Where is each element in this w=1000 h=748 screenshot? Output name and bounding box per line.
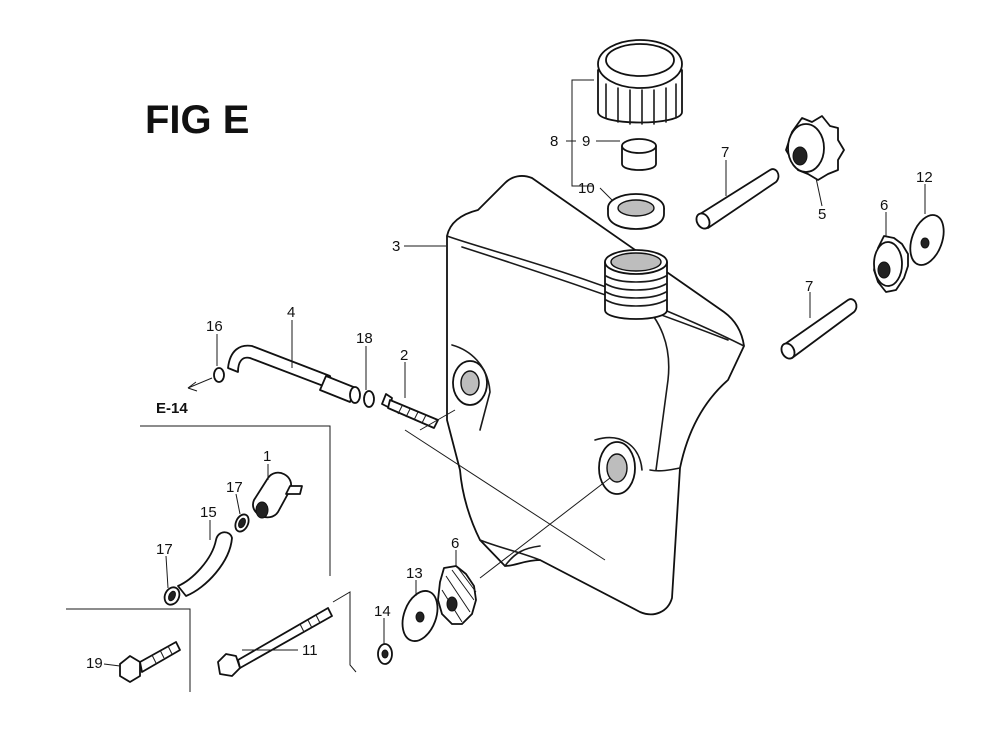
callout-18: 18 <box>356 330 373 347</box>
clip-16 <box>213 367 225 383</box>
callout-14: 14 <box>374 603 391 620</box>
fuel-tank <box>446 175 745 616</box>
washer-12 <box>909 214 945 266</box>
callout-6-lower: 6 <box>451 535 459 552</box>
washer-14 <box>377 643 393 665</box>
washer-14-bracket <box>332 591 357 673</box>
bolt-19-box <box>66 608 191 692</box>
bolt-19 <box>119 641 181 683</box>
callout-7-upper: 7 <box>721 144 729 161</box>
callout-8: 8 <box>550 133 558 150</box>
callout-4: 4 <box>287 304 295 321</box>
bolt-11 <box>217 607 333 677</box>
callout-9: 9 <box>582 133 590 150</box>
callout-11: 11 <box>302 642 318 659</box>
fuel-line <box>227 344 361 404</box>
clip-17-lower <box>163 586 181 606</box>
callout-16: 16 <box>206 318 223 335</box>
clip-18 <box>363 390 375 408</box>
cap-gasket <box>607 193 665 230</box>
callout-7-lower: 7 <box>805 278 813 295</box>
rubber-mount-6-upper <box>873 235 909 293</box>
callout-6-upper: 6 <box>880 197 888 214</box>
leader-lines <box>103 79 926 667</box>
fuel-cap <box>597 39 683 125</box>
callout-15: 15 <box>200 504 217 521</box>
bolt-2 <box>381 393 439 429</box>
callout-17-lower: 17 <box>156 541 173 558</box>
washer-13 <box>401 590 439 642</box>
callout-3: 3 <box>392 238 400 255</box>
reference-e14: E-14 <box>156 400 188 417</box>
callout-13: 13 <box>406 565 423 582</box>
fuel-filter <box>252 471 303 519</box>
rubber-mount-5 <box>785 115 845 181</box>
rubber-mount-6-lower <box>437 565 477 625</box>
filter-group-box <box>140 425 331 576</box>
callout-19: 19 <box>86 655 103 672</box>
figure-title: FIG E <box>145 98 249 142</box>
hose-15 <box>177 531 233 597</box>
callout-10: 10 <box>578 180 595 197</box>
clip-17-upper <box>234 513 250 533</box>
callout-12: 12 <box>916 169 933 186</box>
callout-2: 2 <box>400 347 408 364</box>
sleeve-upper <box>695 168 780 230</box>
alignment-lines <box>404 409 611 579</box>
callout-5: 5 <box>818 206 826 223</box>
callout-17-upper: 17 <box>226 479 243 496</box>
filler-neck <box>604 249 668 320</box>
sleeve-lower <box>780 298 858 360</box>
callout-1: 1 <box>263 448 271 465</box>
cap-insert <box>621 138 657 171</box>
